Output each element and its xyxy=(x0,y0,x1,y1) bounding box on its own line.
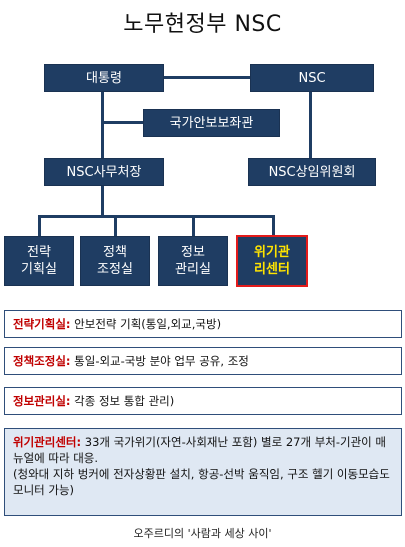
desc-policy-key: 정책조정실: xyxy=(13,354,71,368)
node-strategy-line2: 기획실 xyxy=(21,262,57,277)
desc-info-text: 각종 정보 통합 관리) xyxy=(70,394,175,408)
connector-secretariat-down xyxy=(101,183,104,217)
node-policy-office: 정책 조정실 xyxy=(80,236,150,286)
desc-strategy-key: 전략기획실: xyxy=(13,317,71,331)
node-crisis-center: 위기관 리센터 xyxy=(236,235,308,287)
node-strategy-office: 전략 기획실 xyxy=(4,236,74,286)
desc-crisis-text: 33개 국가위기(자연-사회재난 포함) 별로 27개 부처-기관이 매뉴얼에 … xyxy=(13,435,386,465)
node-crisis-line2: 리센터 xyxy=(254,262,290,277)
node-president-label: 대통령 xyxy=(86,70,122,86)
desc-strategy: 전략기획실: 안보전략 기획(통일,외교,국방) xyxy=(4,310,402,338)
source-caption: 오주르디의 '사람과 세상 사이' xyxy=(133,527,272,540)
node-crisis-line1: 위기관 xyxy=(254,245,290,260)
node-policy-line2: 조정실 xyxy=(97,262,133,277)
node-security-advisor: 국가안보보좌관 xyxy=(143,109,280,137)
node-nsc-secretariat-label: NSC사무처장 xyxy=(66,164,142,180)
connector-drop-crisis xyxy=(272,215,275,237)
node-info-office: 정보 관리실 xyxy=(158,236,228,286)
node-nsc: NSC xyxy=(250,64,374,92)
node-security-advisor-label: 국가안보보좌관 xyxy=(169,115,254,131)
desc-policy: 정책조정실: 통일-외교-국방 분야 업무 공유, 조정 xyxy=(4,347,402,375)
connector-drop-strategy xyxy=(38,215,41,237)
desc-crisis-extra: (청와대 지하 벙커에 전자상황판 설치, 항공-선박 움직임, 구조 헬기 이… xyxy=(13,467,390,497)
node-strategy-line1: 전략 xyxy=(27,245,51,260)
connector-nsc-standing xyxy=(309,88,312,158)
desc-crisis: 위기관리센터: 33개 국가위기(자연-사회재난 포함) 별로 27개 부처-기… xyxy=(4,428,402,516)
connector-drop-policy xyxy=(114,215,117,237)
desc-info: 정보관리실: 각종 정보 통합 관리) xyxy=(4,387,402,415)
connector-president-nsc xyxy=(164,76,252,79)
node-president: 대통령 xyxy=(44,64,164,92)
connector-branch-horizontal xyxy=(38,215,274,218)
node-info-line2: 관리실 xyxy=(175,262,211,277)
node-nsc-label: NSC xyxy=(298,70,326,86)
desc-crisis-key: 위기관리센터: xyxy=(13,435,82,449)
node-standing-committee-label: NSC상임위원회 xyxy=(268,164,356,180)
desc-policy-text: 통일-외교-국방 분야 업무 공유, 조정 xyxy=(70,354,249,368)
desc-strategy-text: 안보전략 기획(통일,외교,국방) xyxy=(70,317,222,331)
diagram-title: 노무현정부 NSC xyxy=(123,12,282,37)
node-standing-committee: NSC상임위원회 xyxy=(248,158,376,186)
connector-to-advisor xyxy=(101,121,145,124)
node-nsc-secretariat: NSC사무처장 xyxy=(44,158,164,186)
connector-drop-info xyxy=(192,215,195,237)
node-info-line1: 정보 xyxy=(181,245,205,260)
node-policy-line1: 정책 xyxy=(103,245,127,260)
desc-info-key: 정보관리실: xyxy=(13,394,71,408)
